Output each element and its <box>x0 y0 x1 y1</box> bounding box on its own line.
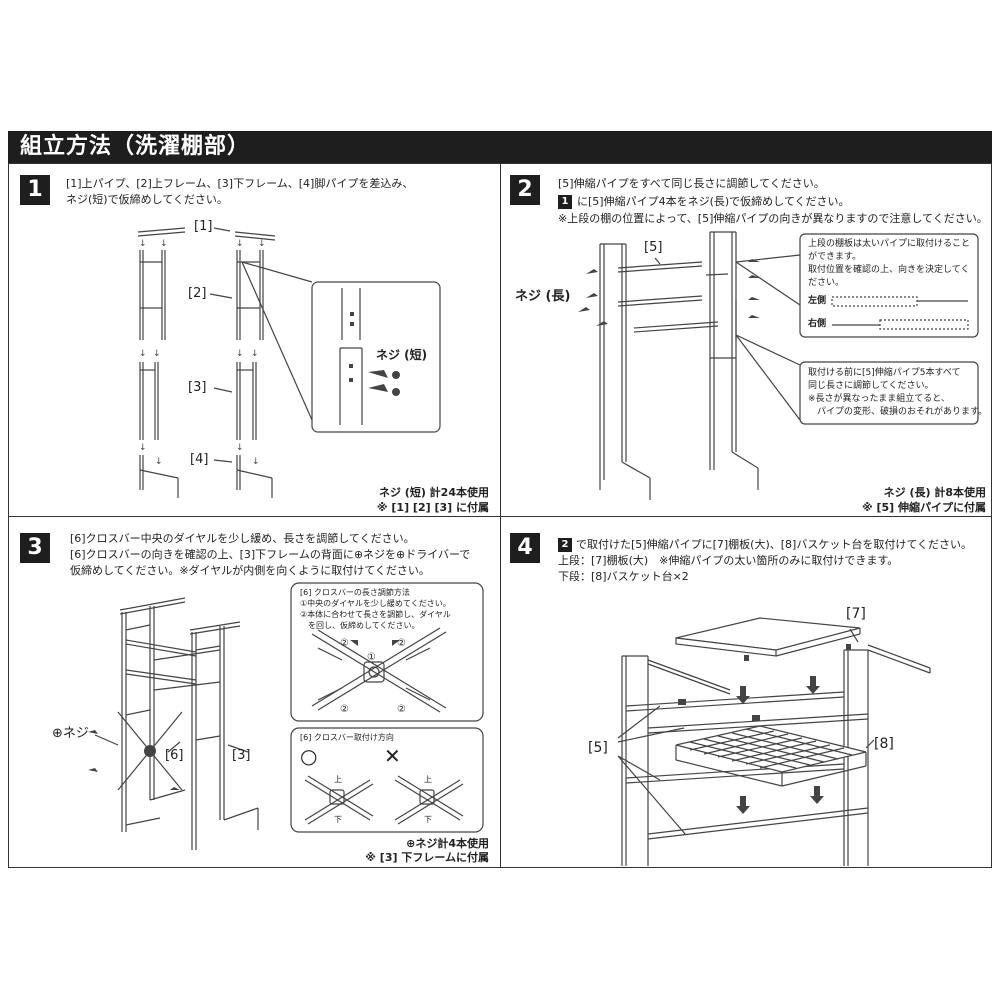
step4-ref-badge: 2 <box>558 538 572 552</box>
step2-instruction-1: [5]伸縮パイプをすべて同じ長さに調節してください。 <box>558 177 825 190</box>
step1-frame-diagram: ↓ ↓ ↓ ↓ ↓ ↓ ↓ ↓ ↓ ↓ ↓ ↓ <box>0 0 500 516</box>
step2-note1-line1: 上段の棚板は太いパイプに取付けること <box>808 239 971 249</box>
step2-footer-note: ※ [5] 伸縮パイプに付属 <box>861 501 986 514</box>
step3-frame-diagram <box>88 0 500 866</box>
step2-note2-line3: ※長さが異なったまま組立てると、 <box>808 394 950 404</box>
step3-ok-up: 上 <box>334 775 342 784</box>
svg-text:↓: ↓ <box>160 239 168 249</box>
svg-text:↓: ↓ <box>139 349 147 359</box>
step2-instruction-2: に[5]伸縮パイプ4本をネジ(長)で仮締めしてください。 <box>577 195 850 208</box>
step2-instruction-3: ※上段の棚の位置によって、[5]伸縮パイプの向きが異なりますので注意してください… <box>558 212 988 225</box>
svg-text:↓: ↓ <box>258 239 266 249</box>
step2-note2-line2: 同じ長さに調節してください。 <box>808 381 934 391</box>
step4-label-8: [8] <box>874 736 894 752</box>
step3-callout-2a: ② <box>340 638 349 649</box>
svg-text:↓: ↓ <box>236 443 244 453</box>
step4-label-5: [5] <box>588 740 608 756</box>
step3-ng-up: 上 <box>424 775 432 784</box>
step3-box1-title: [6] クロスバーの長さ調節方法 <box>300 588 410 597</box>
step2-label-5: [5] <box>644 240 663 255</box>
svg-text:↓: ↓ <box>236 239 244 249</box>
step3-instruction-2: [6]クロスバーの向きを確認の上、[3]下フレームの背面に⊕ネジを⊕ドライバーで <box>70 548 471 561</box>
svg-text:↓: ↓ <box>153 349 161 359</box>
step1-footer-note: ※ [1] [2] [3] に付属 <box>376 501 489 514</box>
step2-ref-badge: 1 <box>558 195 572 209</box>
step2-number: 2 <box>510 175 540 205</box>
step1-footer-count: ネジ (短) 計24本使用 <box>378 486 489 499</box>
step3-box2-title: [6] クロスバー取付け方向 <box>300 733 394 742</box>
section-title: 組立方法（洗濯棚部） <box>20 134 251 159</box>
step3-box1-line1: ①中央のダイヤルを少し緩めてください。 <box>300 599 451 608</box>
step3-ng-down: 下 <box>424 815 432 824</box>
step4-instruction-1: で取付けた[5]伸縮パイプに[7]棚板(大)、[8]バスケット台を取付けてくださ… <box>576 538 972 551</box>
step1-instruction-1: [1]上パイプ、[2]上フレーム、[3]下フレーム、[4]脚パイプを差込み、 <box>66 177 414 190</box>
step3-box1-line3: を回し、仮締めしてください。 <box>300 621 420 630</box>
step2-left-side-label: 左側 <box>808 296 827 306</box>
step3-instruction-3: 仮締めしてください。※ダイヤルが内側を向くように取付けてください。 <box>70 564 430 577</box>
step3-callout-2c: ② <box>340 704 349 715</box>
grid-divider-vertical <box>500 163 501 868</box>
step2-footer-count: ネジ (長) 計8本使用 <box>883 486 986 499</box>
step3-number: 3 <box>20 533 50 563</box>
step3-callout-1: ① <box>367 652 376 663</box>
step3-correct-mark: ○ <box>300 744 318 768</box>
section-header: 組立方法（洗濯棚部） <box>8 131 992 163</box>
step3-screw-label: ⊕ネジ <box>52 726 89 741</box>
step1-label-1: [1] <box>194 219 213 234</box>
step1-number: 1 <box>20 175 50 205</box>
step4-instruction-2: 上段：[7]棚板(大) ※伸縮パイプの太い箇所のみに取付けできます。 <box>558 554 899 567</box>
step3-label-3: [3] <box>232 748 251 763</box>
svg-text:↓: ↓ <box>139 239 147 249</box>
step3-box1-line2: ②本体に合わせて長さを調節し、ダイヤル <box>300 610 451 619</box>
step2-note1-line3: 取付位置を確認の上、向きを決定してく <box>808 265 970 275</box>
step3-ok-down: 下 <box>334 815 342 824</box>
svg-text:↓: ↓ <box>155 457 163 467</box>
svg-text:↓: ↓ <box>252 457 260 467</box>
step3-label-6: [6] <box>165 748 184 763</box>
svg-text:↓: ↓ <box>251 349 259 359</box>
step1-label-4: [4] <box>190 452 209 467</box>
step3-callout-2d: ② <box>397 704 406 715</box>
step3-footer-note: ※ [3] 下フレームに付属 <box>365 851 489 864</box>
svg-text:↓: ↓ <box>139 443 147 453</box>
step2-note1-line4: ださい。 <box>808 278 845 288</box>
step1-label-2: [2] <box>188 286 207 301</box>
step3-instruction-1: [6]クロスバー中央のダイヤルを少し緩め、長さを調節してください。 <box>70 532 415 545</box>
step4-shelf-diagram <box>0 0 1000 866</box>
step2-frame-diagram <box>578 0 1000 516</box>
step2-note1-line2: ができます。 <box>808 252 862 262</box>
step2-note2-line1: 取付ける前に[5]伸縮パイプ5本すべて <box>808 368 961 378</box>
step2-screw-label: ネジ (長) <box>515 289 571 304</box>
step4-number: 4 <box>510 533 540 563</box>
step1-screw-label: ネジ (短) <box>376 348 428 362</box>
svg-text:↓: ↓ <box>236 349 244 359</box>
step4-label-7: [7] <box>846 606 866 622</box>
step1-label-3: [3] <box>188 380 207 395</box>
step2-right-side-label: 右側 <box>808 319 827 329</box>
grid-divider-horizontal <box>8 516 992 517</box>
step2-note2-line4: パイプの変形、破損のおそれがあります。 <box>808 407 988 417</box>
step4-instruction-3: 下段：[8]バスケット台×2 <box>558 570 689 583</box>
step3-footer-count: ⊕ネジ計4本使用 <box>406 837 489 850</box>
step3-callout-2b: ② <box>397 638 406 649</box>
step3-wrong-mark: ✕ <box>384 744 401 768</box>
step1-instruction-2: ネジ(短)で仮締めしてください。 <box>66 193 228 206</box>
